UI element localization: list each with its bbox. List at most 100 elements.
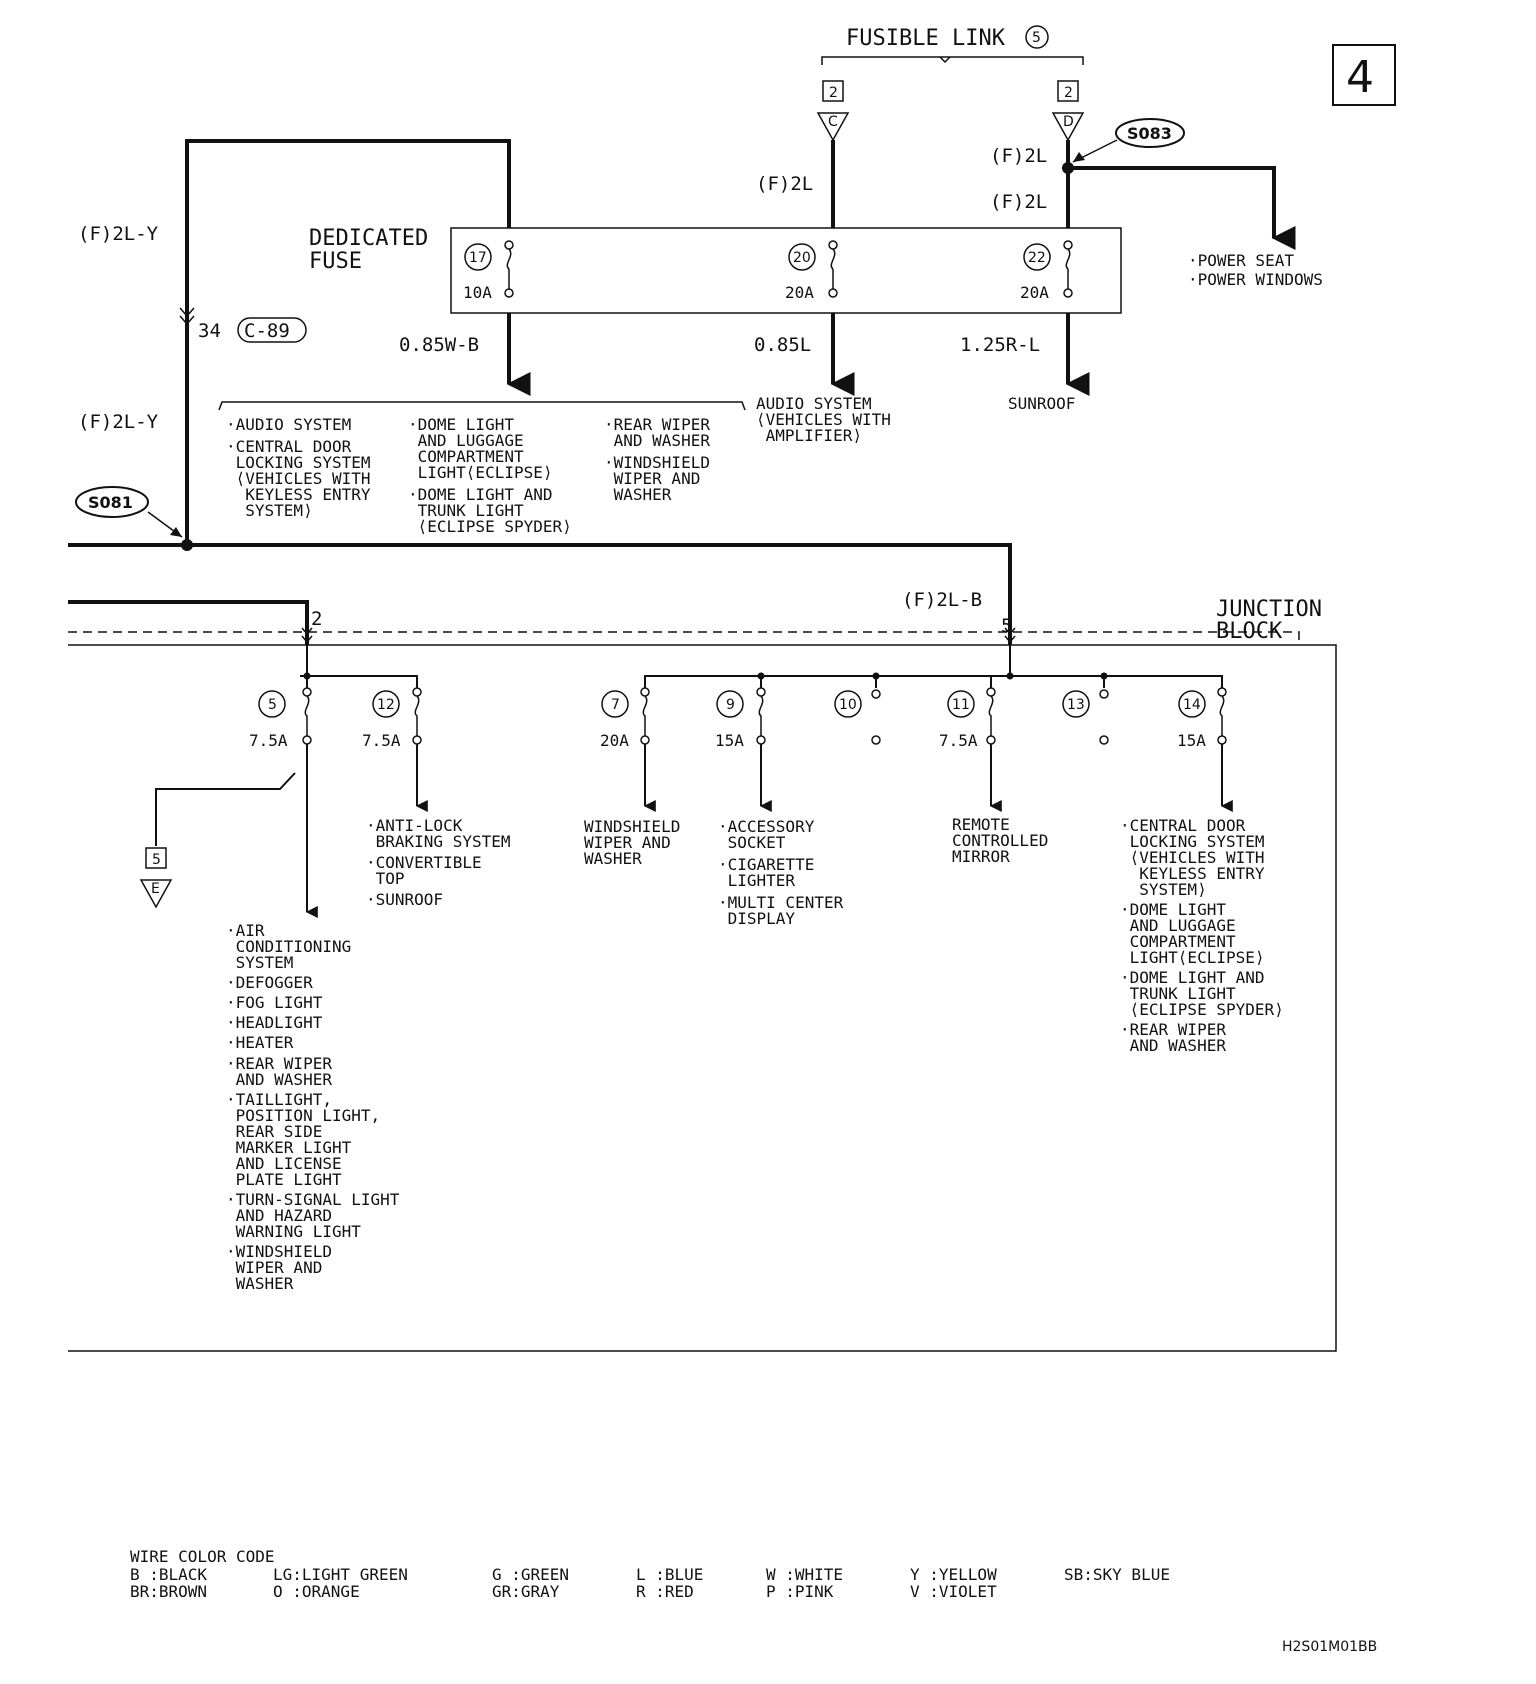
load-text: ·REAR WIPER <box>226 1054 332 1073</box>
load-text: LOCKING SYSTEM <box>1120 832 1265 851</box>
wire-to-fuse-17 <box>185 139 511 541</box>
wire-label-junction: (F)2L-B <box>902 589 982 611</box>
load-text: ⟨ECLIPSE SPYDER⟩ <box>408 517 572 536</box>
connector-c89-pin: 34 <box>198 320 221 342</box>
jb-fuse-7: 7 20A <box>600 687 650 750</box>
fuse-22-rating: 20A <box>1020 283 1049 302</box>
load-text: ·ACCESSORY <box>718 817 815 836</box>
color-code-gr: GR:GRAY <box>492 1582 560 1601</box>
wire-label-s083: (F)2L <box>990 145 1047 167</box>
load-text: ·DEFOGGER <box>226 973 313 992</box>
jb-fuse-12-rating: 7.5A <box>362 731 401 750</box>
load-text: AND WASHER <box>604 431 710 450</box>
jb-fuse-11-loads: REMOTE CONTROLLED MIRROR <box>952 815 1048 866</box>
dedicated-fuse-title-2: FUSE <box>309 249 362 274</box>
load-text: ⟨VEHICLES WITH <box>1120 848 1265 867</box>
wire-label-out17: 0.85W-B <box>399 334 479 356</box>
load-text: TOP <box>366 869 405 888</box>
jb-fuse-7-loads: WINDSHIELD WIPER AND WASHER <box>584 817 680 868</box>
connector-c-pin: 2 <box>829 85 838 101</box>
connector-e: 5 E <box>139 847 173 909</box>
load-text: SYSTEM⟩ <box>226 501 313 520</box>
load-text: AND LICENSE <box>226 1154 342 1173</box>
load-text: ⟨VEHICLES WITH <box>226 469 371 488</box>
load-text: DISPLAY <box>718 909 795 928</box>
color-code-w: W :WHITE <box>766 1565 843 1584</box>
jb-fuse-13-number: 13 <box>1067 697 1085 713</box>
fuse-17-loads: ·AUDIO SYSTEM ·CENTRAL DOOR LOCKING SYST… <box>226 415 710 536</box>
dedicated-fuse-17: 17 10A <box>463 240 514 302</box>
load-text: REAR SIDE <box>226 1122 322 1141</box>
wire-color-code-title: WIRE COLOR CODE <box>130 1547 275 1566</box>
load-text: PLATE LIGHT <box>226 1170 342 1189</box>
load-text: WINDSHIELD <box>584 817 680 836</box>
jb-fuse-14-rating: 15A <box>1177 731 1206 750</box>
load-text: CONDITIONING <box>226 937 351 956</box>
color-code-y: Y :YELLOW <box>910 1565 997 1584</box>
load-text: ⟨VEHICLES WITH <box>756 410 891 429</box>
jb-fuse-12: 12 7.5A <box>362 687 422 750</box>
load-text: ·TAILLIGHT, <box>226 1090 332 1109</box>
load-text: WASHER <box>226 1274 294 1293</box>
load-text: POSITION LIGHT, <box>226 1106 380 1125</box>
load-text: ·AUDIO SYSTEM <box>226 415 351 434</box>
figure-code: H2S01M01BB <box>1282 1639 1377 1655</box>
junction-block-input-5: 5 <box>1001 615 1012 637</box>
load-text: WASHER <box>584 849 642 868</box>
load-text: SYSTEM⟩ <box>1120 880 1207 899</box>
color-code-br: BR:BROWN <box>130 1582 207 1601</box>
junction-block-title-2: BLOCK <box>1216 619 1283 644</box>
load-sunroof: SUNROOF <box>1008 394 1075 413</box>
fuse-17-loads-col3: ·REAR WIPER AND WASHER ·WINDSHIELD WIPER… <box>604 415 710 504</box>
fusible-link-header: FUSIBLE LINK 5 <box>821 25 1084 65</box>
jb-fuse-11: 11 7.5A <box>939 676 996 750</box>
load-text: AND WASHER <box>226 1070 332 1089</box>
fusible-link-number: 5 <box>1032 30 1041 46</box>
jb-fuse-11-number: 11 <box>952 697 970 713</box>
fuse-17-loads-col1: ·AUDIO SYSTEM ·CENTRAL DOOR LOCKING SYST… <box>226 415 371 520</box>
load-text: ·DOME LIGHT AND <box>408 485 553 504</box>
splice-s081-dot <box>181 539 193 551</box>
fuse-17-loads-col2: ·DOME LIGHT AND LUGGAGE COMPARTMENT LIGH… <box>408 415 572 536</box>
load-power-seat: ·POWER SEAT <box>1188 251 1294 270</box>
color-code-l: L :BLUE <box>636 1565 703 1584</box>
load-text: ·REAR WIPER <box>604 415 710 434</box>
load-text: ·DOME LIGHT <box>1120 900 1226 919</box>
color-code-p: P :PINK <box>766 1582 834 1601</box>
load-text: LOCKING SYSTEM <box>226 453 371 472</box>
jb-fuse-12-number: 12 <box>377 697 395 713</box>
load-power-windows: ·POWER WINDOWS <box>1188 270 1323 289</box>
load-text: LIGHT⟨ECLIPSE⟩ <box>408 463 553 482</box>
color-code-g: G :GREEN <box>492 1565 569 1584</box>
jb-fuse-13: 13 <box>1062 689 1109 745</box>
load-text: WIPER AND <box>226 1258 322 1277</box>
color-code-o: O :ORANGE <box>273 1582 360 1601</box>
load-text: TRUNK LIGHT <box>408 501 524 520</box>
wire-to-junction-block-input-2 <box>68 600 309 645</box>
load-text: SOCKET <box>718 833 786 852</box>
load-text: KEYLESS ENTRY <box>1120 864 1265 883</box>
load-text: REMOTE <box>952 815 1010 834</box>
jb-fuse-9-loads: ·ACCESSORY SOCKET ·CIGARETTE LIGHTER ·MU… <box>718 817 844 928</box>
color-code-sb: SB:SKY BLUE <box>1064 1565 1170 1584</box>
fuse-22-number: 22 <box>1028 250 1046 266</box>
jb-fuse-5: 5 7.5A <box>249 676 312 750</box>
color-code-b: B :BLACK <box>130 1565 207 1584</box>
jb-fuse-14-loads: ·CENTRAL DOOR LOCKING SYSTEM ⟨VEHICLES W… <box>1120 816 1284 1055</box>
load-text: TRUNK LIGHT <box>1120 984 1236 1003</box>
load-text: ·FOG LIGHT <box>226 993 323 1012</box>
jb-fuse-7-rating: 20A <box>600 731 629 750</box>
fusible-link-connector-d: 2 D <box>1051 80 1085 142</box>
wire-label-left-top: (F)2L-Y <box>78 223 159 245</box>
load-text: MARKER LIGHT <box>226 1138 352 1157</box>
jb-fuse-12-loads: ·ANTI-LOCK BRAKING SYSTEM ·CONVERTIBLE T… <box>366 816 511 909</box>
jb-fuse-14-number: 14 <box>1183 697 1201 713</box>
jb-fuse-10-number: 10 <box>839 697 857 713</box>
color-code-r: R :RED <box>636 1582 694 1601</box>
load-text: ·DOME LIGHT <box>408 415 514 434</box>
load-text: ·MULTI CENTER <box>718 893 844 912</box>
fusible-link-connector-c: 2 C <box>816 80 850 142</box>
jb-fuse-10: 10 <box>834 689 881 745</box>
upper-wires <box>68 139 1296 645</box>
wire-color-code-legend: WIRE COLOR CODE B :BLACK LG:LIGHT GREEN … <box>130 1547 1170 1601</box>
